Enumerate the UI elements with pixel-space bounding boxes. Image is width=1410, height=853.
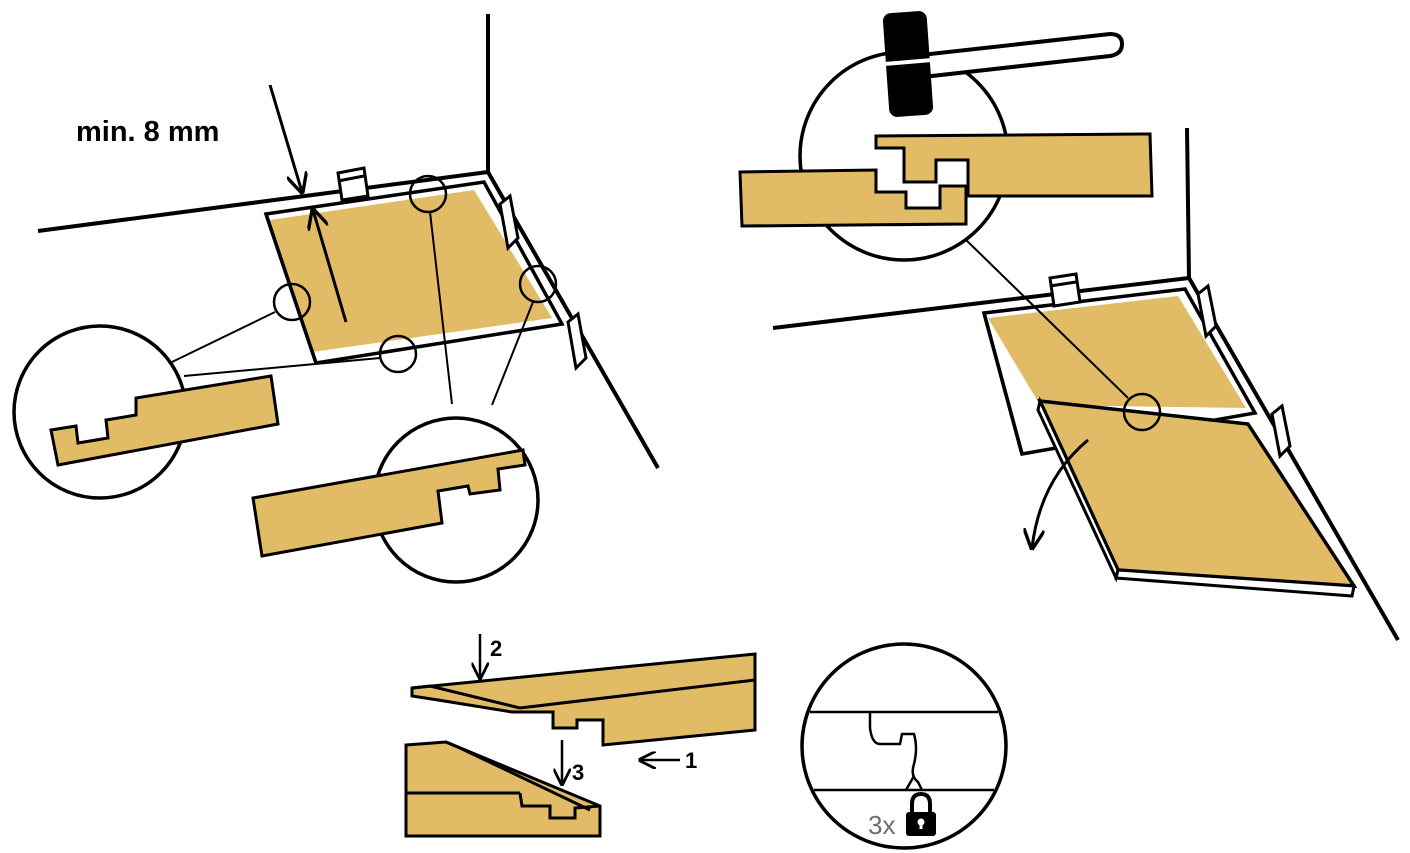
panel-click-lock-steps: 2 3 1 <box>404 634 757 838</box>
spacer-wedge <box>1270 403 1292 460</box>
detail-marker <box>1122 392 1162 432</box>
locked-joint-profile <box>868 712 924 791</box>
board-profile-tongue <box>251 448 527 558</box>
repeat-count: 3x <box>868 810 895 840</box>
upper-board <box>410 652 757 747</box>
board-profile-right <box>874 132 1154 198</box>
detail-marker <box>408 174 448 214</box>
wall-line-back <box>772 276 1190 330</box>
detail-marker <box>378 334 418 374</box>
spacer-wedge <box>1048 272 1082 308</box>
spacer-wedge <box>498 193 520 252</box>
leader-line <box>961 235 1129 399</box>
leader-line <box>171 311 276 363</box>
panel-locked-joint: 3x <box>800 642 1008 850</box>
rotate-down-arrow <box>1032 438 1089 548</box>
gap-label: min. 8 mm <box>76 116 219 148</box>
hammer-icon <box>882 11 1125 117</box>
board-edge-new <box>1114 568 1356 598</box>
leader-line <box>491 301 534 406</box>
wall-line-back <box>37 170 489 233</box>
floor-board-new <box>1037 398 1358 588</box>
leader-line <box>183 357 381 377</box>
detail-marker <box>518 264 558 304</box>
wall-line-corner <box>1185 127 1191 279</box>
lock-icon <box>906 791 936 836</box>
floor-board-top <box>270 190 552 352</box>
detail-marker <box>272 282 312 322</box>
board-edge <box>264 213 318 364</box>
lower-board <box>404 740 602 838</box>
leader-line <box>429 211 453 405</box>
step-label-1: 1 <box>685 748 697 773</box>
step-label-3: 3 <box>572 760 584 785</box>
board-profile-left <box>738 168 968 228</box>
board-edge <box>982 312 1024 455</box>
joint-gap <box>904 775 916 791</box>
gap-arrow-up <box>313 210 348 323</box>
magnifier-circle <box>800 642 1008 850</box>
spacer-wedge <box>566 311 588 372</box>
panel-first-board-placement: min. 8 mm <box>12 14 660 584</box>
step-label-2: 2 <box>490 636 502 661</box>
wall-line-side <box>1187 277 1400 641</box>
gap-arrow-down <box>268 84 302 192</box>
board-profile-groove <box>49 374 280 467</box>
spacer-wedge <box>1196 283 1218 340</box>
spacer-wedge <box>336 166 370 202</box>
panel-tapping-boards <box>738 11 1400 641</box>
